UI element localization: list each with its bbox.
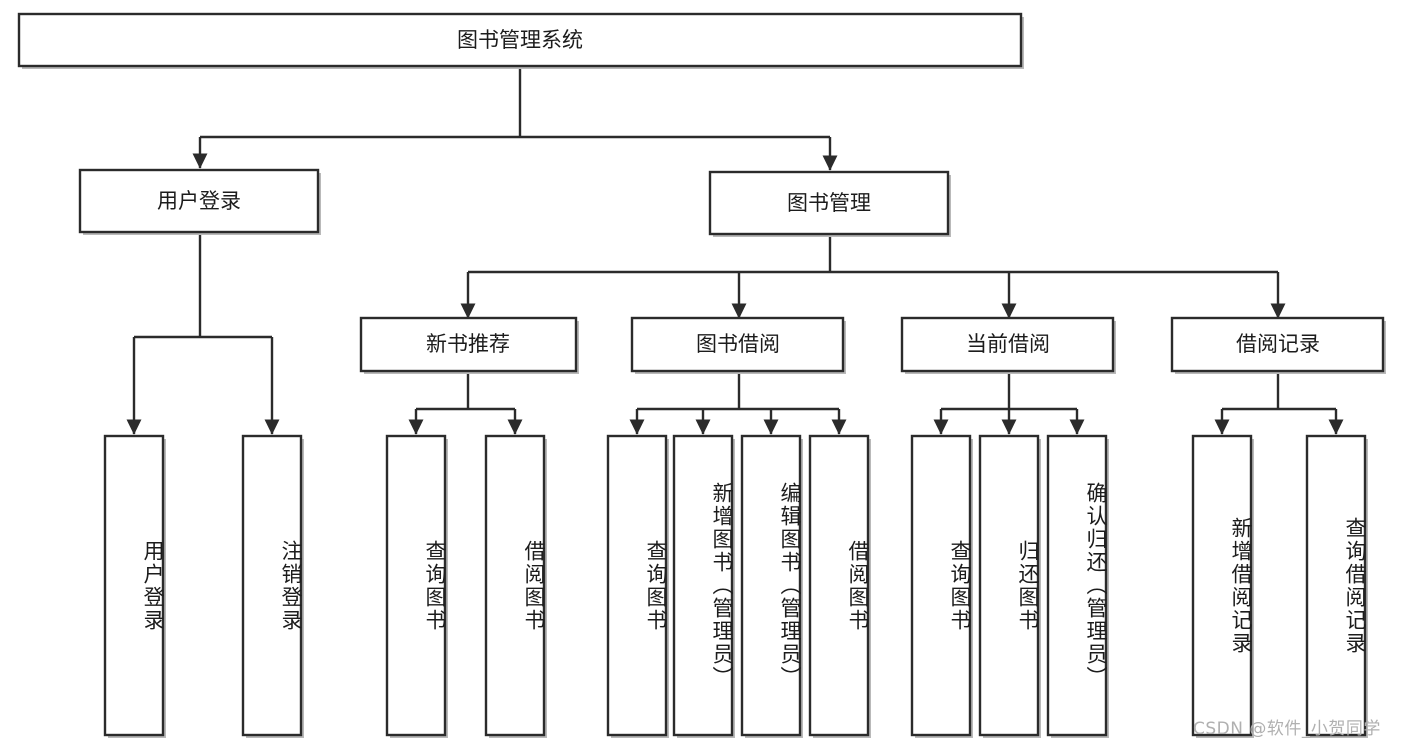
csdn-watermark: CSDN @软件_小贺同学 [1193, 719, 1381, 739]
leaf-query-record-box[interactable] [1305, 434, 1367, 737]
node-user-login-box [78, 168, 320, 234]
leaf-user-logout-box[interactable] [241, 434, 303, 737]
leaf-borrow-book-2-box[interactable] [808, 434, 870, 737]
leaf-query-book-3-box[interactable] [910, 434, 972, 737]
node-borrow-record-box [1170, 316, 1385, 373]
node-current-borrow[interactable]: 当前借阅 [900, 316, 1116, 374]
node-book-management[interactable]: 图书管理 [708, 170, 951, 237]
leaf-query-book-1-box[interactable] [385, 434, 447, 737]
node-current-borrow-box [900, 316, 1115, 373]
node-new-book-recommend-label: 新书推荐 [426, 332, 510, 356]
leaf-confirm-return-box[interactable] [1046, 434, 1108, 737]
leaf-query-book-2-box[interactable] [606, 434, 668, 737]
node-new-book-recommend-box [359, 316, 578, 373]
leaf-user-login-box[interactable] [103, 434, 165, 737]
node-new-book-recommend[interactable]: 新书推荐 [359, 316, 579, 374]
node-borrow-record-label: 借阅记录 [1236, 332, 1320, 356]
node-borrow-record[interactable]: 借阅记录 [1170, 316, 1386, 374]
node-user-login[interactable]: 用户登录 [78, 168, 321, 235]
node-title-box [17, 12, 1023, 68]
node-book-borrow-box [630, 316, 845, 373]
leaf-boxes [103, 434, 1368, 738]
node-current-borrow-label: 当前借阅 [966, 332, 1050, 356]
leaf-add-book-box[interactable] [672, 434, 734, 737]
leaf-add-record-box[interactable] [1191, 434, 1253, 737]
leaf-edit-book-box[interactable] [740, 434, 802, 737]
connectors [126, 67, 1344, 435]
node-book-borrow-label: 图书借阅 [696, 332, 780, 356]
leaf-borrow-book-1-box[interactable] [484, 434, 546, 737]
node-title[interactable]: 图书管理系统 [17, 12, 1024, 69]
node-book-management-label: 图书管理 [787, 191, 871, 215]
leaf-return-book-box[interactable] [978, 434, 1040, 737]
node-book-management-box [708, 170, 950, 236]
node-book-borrow[interactable]: 图书借阅 [630, 316, 846, 374]
node-title-label: 图书管理系统 [457, 28, 583, 52]
node-user-login-label: 用户登录 [157, 189, 241, 213]
